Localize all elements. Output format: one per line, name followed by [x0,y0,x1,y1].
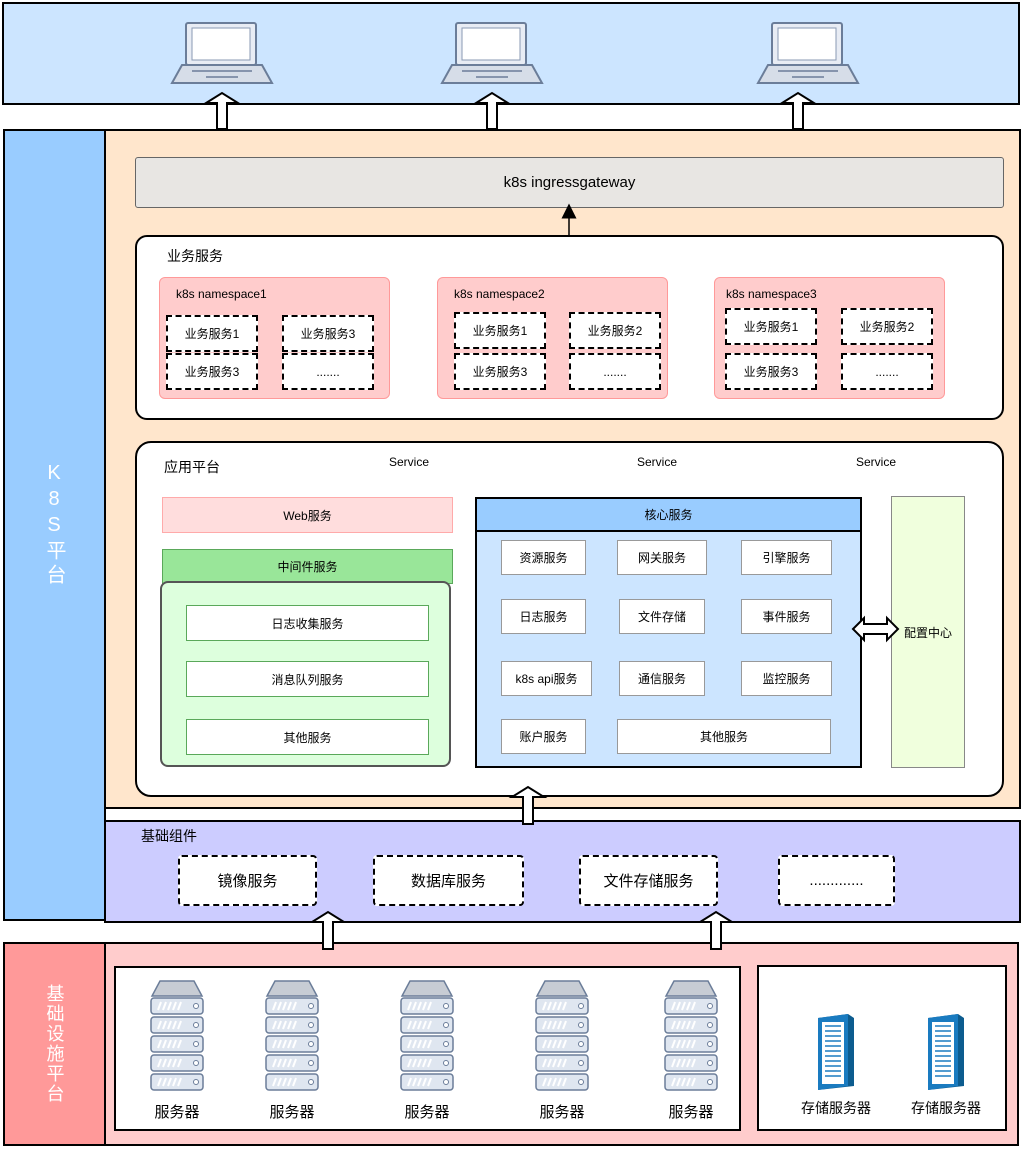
laptop-icon [440,22,544,84]
base-component[interactable]: 数据库服务 [373,855,524,906]
server-rack-icon [535,980,589,1091]
ingress-gateway[interactable]: k8s ingressgateway [135,157,1004,208]
storage-server-icon [928,1014,964,1090]
base-component[interactable]: ............. [778,855,895,906]
core-item[interactable]: 资源服务 [501,540,586,575]
server-unit[interactable]: 服务器 [146,980,208,1121]
k8s-platform-side: K8S平台 [3,129,106,921]
server-rack-icon [400,980,454,1091]
service-label: Service [389,455,430,469]
namespace-service[interactable]: 业务服务1 [725,308,817,345]
server-unit[interactable]: 服务器 [660,980,722,1121]
infra-platform-label: 基础设施平台 [44,984,65,1104]
core-item[interactable]: 文件存储 [619,599,705,634]
storage-server-label: 存储服务器 [911,1100,981,1116]
server-rack-icon [265,980,319,1091]
gateway-label: k8s ingressgateway [503,174,636,191]
storage-server-unit[interactable]: 存储服务器 [906,1012,986,1120]
base-component[interactable]: 文件存储服务 [579,855,718,906]
namespace-service[interactable]: 业务服务1 [454,312,546,349]
app-platform-title: 应用平台 [164,459,220,475]
core-item[interactable]: 引擎服务 [741,540,832,575]
core-item[interactable]: 账户服务 [501,719,586,754]
double-arrow-icon [851,615,900,643]
infra-platform-side: 基础设施平台 [3,942,106,1146]
namespace-service[interactable]: 业务服务1 [166,315,258,352]
server-label: 服务器 [539,1104,585,1121]
namespace-title: k8s namespace2 [454,287,545,301]
core-item[interactable]: 其他服务 [617,719,831,754]
namespace-service[interactable]: 业务服务3 [725,353,817,390]
server-unit[interactable]: 服务器 [396,980,458,1121]
core-item[interactable]: 事件服务 [741,599,832,634]
config-center[interactable]: 配置中心 [891,496,965,768]
server-label: 服务器 [154,1104,200,1121]
service-label: Service [637,455,678,469]
up-arrow-icon [308,910,348,950]
base-component[interactable]: 镜像服务 [178,855,317,906]
up-arrow-icon [508,785,548,825]
core-item[interactable]: 日志服务 [501,599,586,634]
namespace-service[interactable]: ....... [282,353,374,390]
storage-cluster-panel [757,965,1007,1131]
storage-server-icon [818,1014,854,1090]
namespace-service[interactable]: 业务服务3 [166,353,258,390]
up-arrow-icon [778,91,818,130]
core-item[interactable]: k8s api服务 [501,661,592,696]
server-label: 服务器 [269,1104,315,1121]
service-label: Service [856,455,897,469]
core-item[interactable]: 监控服务 [741,661,832,696]
server-rack-icon [664,980,718,1091]
server-unit[interactable]: 服务器 [531,980,593,1121]
namespace-title: k8s namespace3 [726,287,817,301]
namespace-service[interactable]: ....... [569,353,661,390]
business-services-title: 业务服务 [167,248,223,264]
up-arrow-icon [472,91,512,130]
namespace-title: k8s namespace1 [176,287,267,301]
base-components-title: 基础组件 [141,828,197,844]
server-label: 服务器 [668,1104,714,1121]
namespace-service[interactable]: 业务服务2 [841,308,933,345]
up-arrow-icon [202,91,242,130]
web-service[interactable]: Web服务 [162,497,453,533]
middleware-item[interactable]: 日志收集服务 [186,605,429,641]
middleware-item[interactable]: 消息队列服务 [186,661,429,697]
server-rack-icon [150,980,204,1091]
up-arrow-icon [696,910,736,950]
storage-server-label: 存储服务器 [801,1100,871,1116]
laptop-icon [756,22,860,84]
server-unit[interactable]: 服务器 [261,980,323,1121]
core-item[interactable]: 通信服务 [619,661,705,696]
namespace-service[interactable]: 业务服务3 [454,353,546,390]
server-label: 服务器 [404,1104,450,1121]
storage-server-unit[interactable]: 存储服务器 [796,1012,876,1120]
middleware-item[interactable]: 其他服务 [186,719,429,755]
middleware-header[interactable]: 中间件服务 [162,549,453,584]
core-item[interactable]: 网关服务 [617,540,707,575]
namespace-service[interactable]: 业务服务3 [282,315,374,352]
namespace-service[interactable]: 业务服务2 [569,312,661,349]
namespace-service[interactable]: ....... [841,353,933,390]
k8s-platform-label: K8S平台 [43,462,65,588]
laptop-icon [170,22,274,84]
